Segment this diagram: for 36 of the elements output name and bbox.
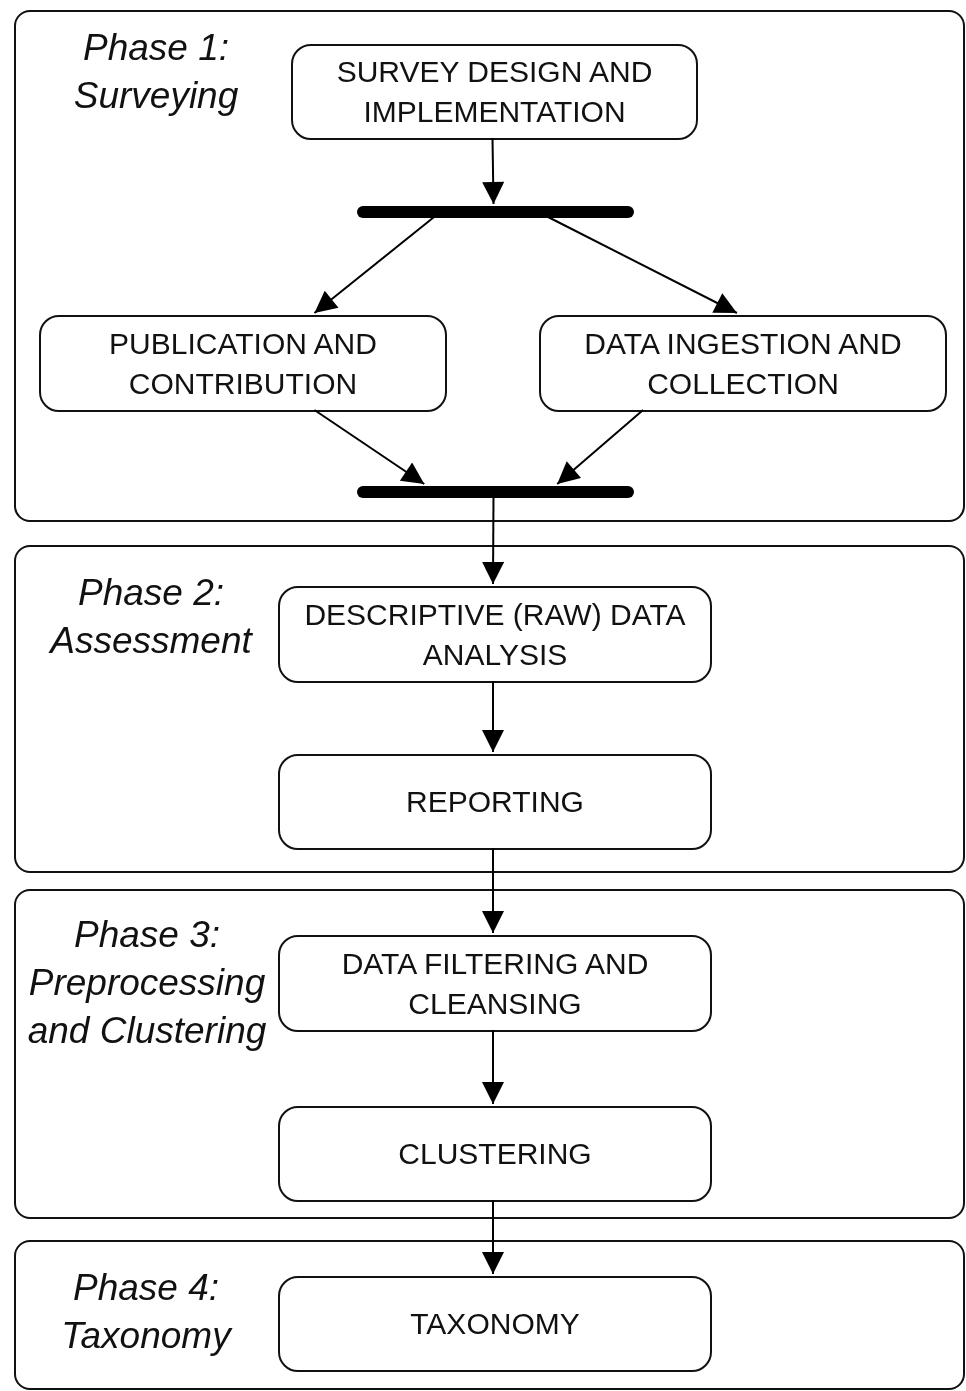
box-label: REPORTING — [406, 784, 584, 820]
phase-heading: Phase 3: Preprocessing and Clustering — [26, 913, 268, 1053]
process-box — [278, 754, 712, 850]
box-label: DATA FILTERING AND CLEANSING — [340, 945, 650, 1022]
process-box — [39, 315, 447, 412]
box-label: PUBLICATION AND CONTRIBUTION — [108, 325, 378, 402]
arrow — [545, 215, 738, 314]
process-box — [278, 1106, 712, 1202]
arrow — [482, 495, 505, 585]
box-label: DESCRIPTIVE (RAW) DATA ANALYSIS — [303, 596, 687, 673]
arrow — [313, 409, 426, 485]
phase-panel — [14, 1240, 965, 1390]
box-label: SURVEY DESIGN AND IMPLEMENTATION — [335, 54, 654, 130]
arrow — [482, 1199, 504, 1275]
sync-bar — [357, 206, 634, 218]
arrow — [482, 137, 505, 205]
arrow — [482, 680, 504, 753]
phase-panel — [14, 889, 965, 1219]
process-box — [278, 935, 712, 1032]
process-box — [278, 586, 712, 683]
arrow — [482, 847, 504, 934]
phase-heading: Phase 4: Taxonomy — [60, 1266, 234, 1358]
phase-panel — [14, 10, 965, 522]
process-box — [278, 1276, 712, 1372]
phase-heading: Phase 2: Assessment — [47, 571, 254, 663]
sync-bar — [357, 486, 634, 498]
process-box — [539, 315, 947, 412]
box-label: DATA INGESTION AND COLLECTION — [583, 325, 903, 402]
phase-panel — [14, 545, 965, 873]
box-label: CLUSTERING — [398, 1136, 592, 1172]
arrow — [313, 215, 437, 314]
arrow — [556, 409, 645, 485]
arrow — [482, 1029, 504, 1105]
process-box — [291, 44, 698, 140]
box-label: TAXONOMY — [410, 1306, 580, 1342]
phase-heading: Phase 1: Surveying — [72, 26, 240, 118]
